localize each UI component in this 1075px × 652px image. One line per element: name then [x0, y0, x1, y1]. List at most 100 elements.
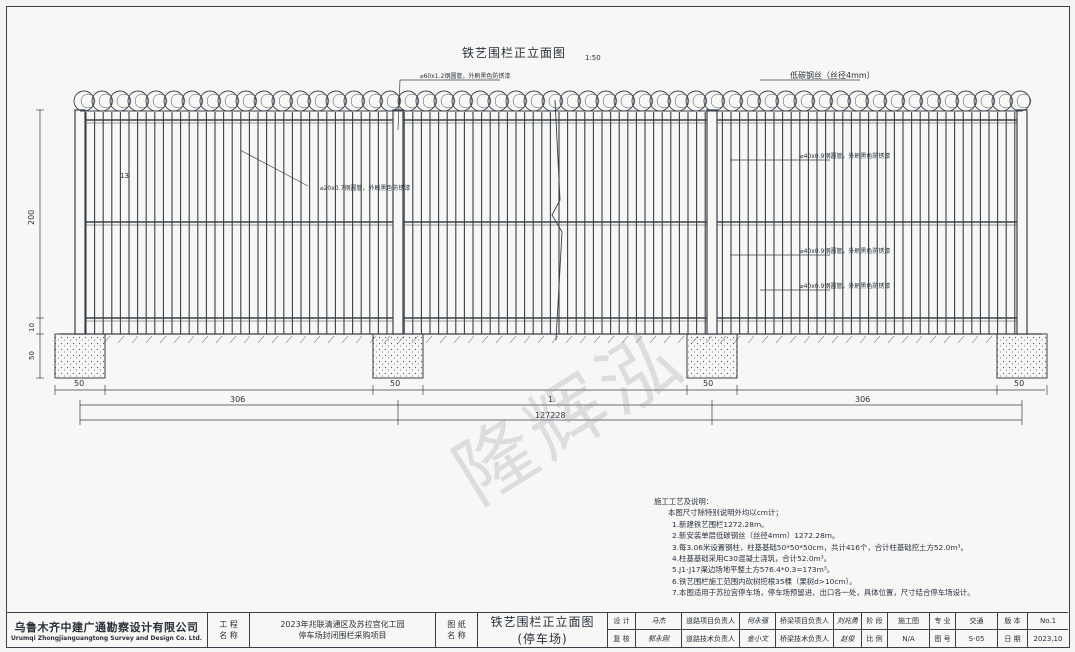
- ground-hatch: [607, 335, 615, 344]
- version-value: No.1: [1028, 613, 1068, 630]
- ground-hatch: [439, 335, 447, 344]
- razor-wire-coil: [332, 93, 348, 109]
- annotation-top-wire: ⌀60x1.2钢圆管，外刷黑色防锈漆: [420, 72, 510, 80]
- ground-hatch: [257, 335, 265, 344]
- ground-hatch: [943, 335, 951, 344]
- razor-wire-coil: [584, 93, 600, 109]
- razor-wire-coil: [134, 93, 150, 109]
- ground-hatch: [803, 335, 811, 344]
- road-tech-label: 道路技术负责人: [682, 630, 740, 647]
- dim-footing-width: 50: [1014, 379, 1024, 388]
- title-block: 乌鲁木齐中建广通勘察设计有限公司 Urumqi Zhongjianguangto…: [6, 612, 1068, 647]
- dim-span-left: 306: [230, 395, 245, 404]
- ground-hatch: [957, 335, 965, 344]
- date-value: 2023.10: [1033, 634, 1063, 643]
- dim-footing-width: 50: [390, 379, 400, 388]
- dim-footing-width: 50: [74, 379, 84, 388]
- design-label: 设 计: [608, 613, 636, 630]
- ground-hatch: [243, 335, 251, 344]
- razor-wire-coil: [944, 93, 960, 109]
- annotation-break: 1.: [548, 395, 556, 404]
- ground-hatch: [901, 335, 909, 344]
- razor-wire-coil: [926, 93, 942, 109]
- annotation-spacing: 13: [120, 172, 129, 180]
- ground-hatch: [663, 335, 671, 344]
- ground-hatch: [551, 335, 559, 344]
- drawing-name: 铁艺围栏正立面图: [490, 615, 595, 629]
- ground-hatch: [341, 335, 349, 344]
- razor-wire-coil: [278, 93, 294, 109]
- razor-wire-coil: [800, 93, 816, 109]
- ground-hatch: [131, 335, 139, 344]
- project-label: 名 称: [219, 631, 238, 640]
- razor-wire-coil: [494, 93, 510, 109]
- razor-wire-coil: [73, 90, 95, 112]
- ground-hatch: [747, 335, 755, 344]
- ground-hatch: [915, 335, 923, 344]
- design-signature: 马杰: [636, 613, 682, 630]
- drawing-no-value: S-05: [956, 630, 998, 647]
- review-signature: 郭永刚: [636, 630, 682, 647]
- construction-notes: 施工工艺及说明： 本图尺寸除特别说明外均以cm计； 1.新建铁艺围栏1272.2…: [654, 496, 975, 599]
- post-footing: [996, 333, 1048, 379]
- bridge-lead-label: 桥梁项目负责人: [776, 613, 834, 630]
- date-label: 日 期: [998, 630, 1028, 647]
- project-label-cell: 工 程 名 称: [208, 613, 250, 647]
- drawing-label: 名 称: [447, 631, 466, 640]
- notes-heading: 施工工艺及说明：: [654, 497, 714, 506]
- razor-wire-coil: [206, 93, 222, 109]
- razor-wire-coil: [476, 93, 492, 109]
- razor-wire-coil: [98, 93, 114, 109]
- ratio-value: N/A: [888, 630, 930, 647]
- dim-footing-width: 50: [703, 379, 713, 388]
- note-item: 4.柱基基础采用C30混凝土浇筑，合计52.0m³。: [672, 554, 832, 564]
- leader-line: [397, 79, 401, 131]
- ground-hatch: [523, 335, 531, 344]
- note-item: 2.新安装单层低碳钢丝（丝径4mm）1272.28m。: [672, 531, 840, 541]
- version-label: 版 本: [998, 613, 1028, 630]
- drawing-scale: 1:50: [585, 54, 601, 62]
- ground-hatch: [593, 335, 601, 344]
- razor-wire-coil: [368, 93, 384, 109]
- razor-wire-coil: [350, 93, 366, 109]
- razor-wire-coil: [890, 93, 906, 109]
- project-label: 工 程: [219, 620, 238, 629]
- ground-hatch: [817, 335, 825, 344]
- dim-base: 10: [28, 323, 36, 332]
- ground-hatch: [929, 335, 937, 344]
- razor-wire-coil: [224, 93, 240, 109]
- ground-hatch: [285, 335, 293, 344]
- razor-wire-coil: [530, 93, 546, 109]
- razor-wire-coil: [620, 93, 636, 109]
- ground-hatch: [971, 335, 979, 344]
- razor-wire-coil: [512, 93, 528, 109]
- razor-wire-coil: [980, 93, 996, 109]
- razor-wire-coil: [548, 93, 564, 109]
- break-line: [551, 99, 563, 341]
- razor-wire-coil: [764, 93, 780, 109]
- road-tech-signature: 金小文: [740, 630, 776, 647]
- ground-hatch: [621, 335, 629, 344]
- note-item: 5.J1-J17渠边场地平整土方576.4*0.3=173m³。: [672, 565, 835, 575]
- fence-post: [706, 109, 718, 335]
- drawing-label: 图 纸: [447, 620, 466, 629]
- razor-wire-coil: [962, 93, 978, 109]
- drawing-name-cell: 铁艺围栏正立面图 (停车场): [478, 613, 608, 647]
- fence-post: [74, 109, 86, 335]
- annotation-rail-bot: ⌀40x0.9钢圆管，外刷黑色防锈漆: [800, 282, 890, 290]
- razor-wire-coil: [638, 93, 654, 109]
- ground-hatch: [873, 335, 881, 344]
- company-cell: 乌鲁木齐中建广通勘察设计有限公司 Urumqi Zhongjianguangto…: [6, 613, 208, 647]
- project-name: 停车场封闭围栏采购项目: [298, 631, 387, 640]
- ground-hatch: [565, 335, 573, 344]
- fence-post: [1016, 109, 1028, 335]
- razor-wire-coil: [854, 93, 870, 109]
- ground-hatch: [649, 335, 657, 344]
- fence-elevation-drawing: ⌀60x1.2钢圆管，外刷黑色防锈漆低碳钢丝（丝径4mm）⌀20x0.7钢圆管，…: [27, 70, 1048, 425]
- ground-hatch: [789, 335, 797, 344]
- razor-wire-coil: [692, 93, 708, 109]
- company-name: 乌鲁木齐中建广通勘察设计有限公司: [14, 620, 199, 634]
- razor-wire-coil: [602, 93, 618, 109]
- ground-hatch: [481, 335, 489, 344]
- razor-wire-coil: [908, 93, 924, 109]
